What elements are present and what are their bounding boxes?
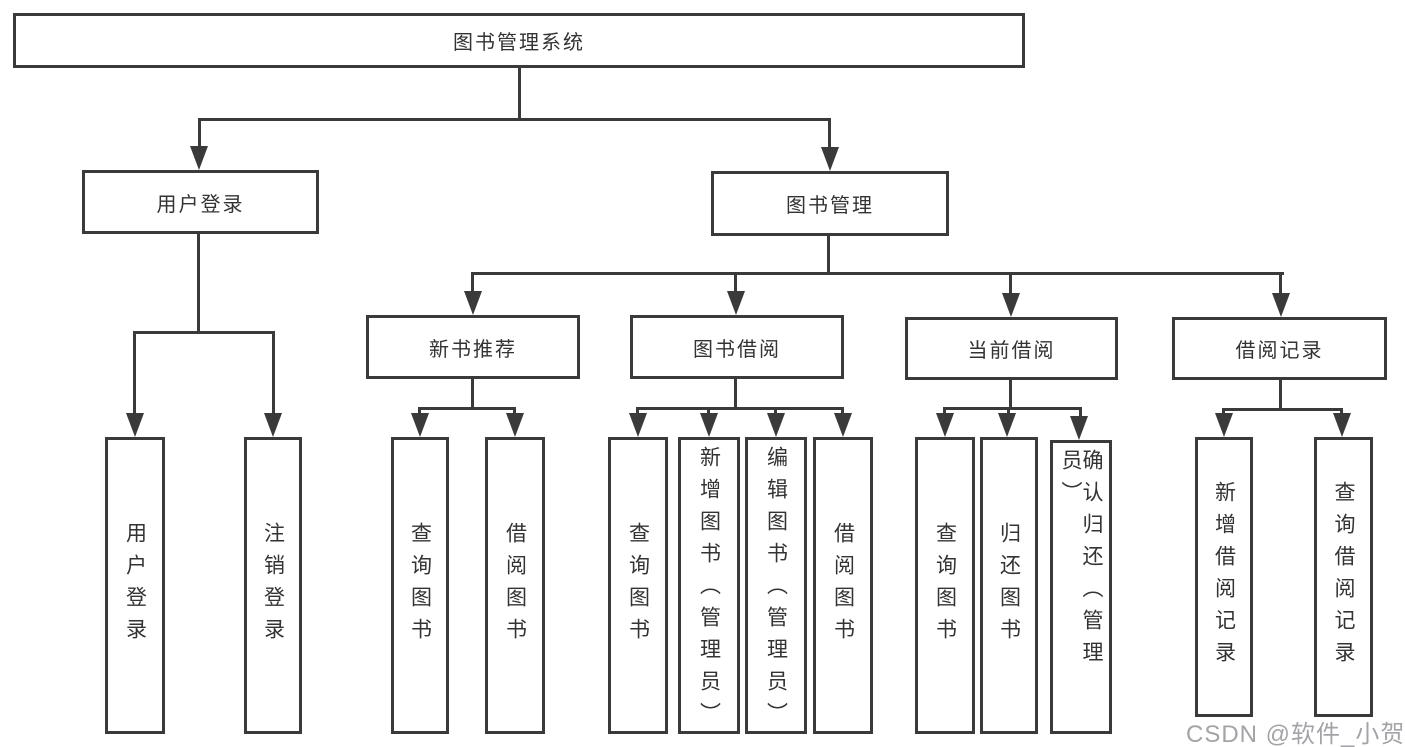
connector-line: [774, 407, 777, 417]
arrow-down-icon: [464, 291, 482, 315]
leaf-user-login: 用户登录: [105, 437, 165, 734]
node-new-book-recommend: 新书推荐: [366, 315, 580, 379]
connector-line: [513, 407, 516, 417]
arrow-down-icon: [190, 146, 208, 170]
leaf-query-books-borrowing: 查询图书: [608, 437, 668, 734]
arrow-down-icon: [629, 413, 647, 437]
connector-line: [1009, 380, 1012, 410]
connector-line: [471, 379, 474, 410]
node-book-borrowing: 图书借阅: [630, 315, 844, 379]
connector-line: [1279, 380, 1282, 410]
leaf-add-books-admin: 新增图书（管理员）: [678, 437, 740, 734]
connector-line: [198, 118, 201, 150]
connector-line: [1079, 407, 1082, 417]
arrow-down-icon: [1272, 293, 1290, 317]
arrow-down-icon: [727, 291, 745, 315]
node-library-system: 图书管理系统: [13, 13, 1025, 68]
arrow-down-icon: [936, 413, 954, 437]
connector-line: [518, 68, 521, 120]
leaf-query-books-current: 查询图书: [915, 437, 975, 734]
connector-line: [734, 379, 737, 410]
arrow-down-icon: [1002, 293, 1020, 317]
arrow-down-icon: [998, 413, 1016, 437]
connector-line: [734, 272, 737, 295]
csdn-watermark: CSDN @软件_小贺同学: [1186, 721, 1405, 747]
node-user-login: 用户登录: [82, 170, 319, 234]
connector-line: [471, 272, 474, 295]
leaf-query-borrow-record: 查询借阅记录: [1314, 437, 1373, 717]
connector-line: [133, 331, 136, 417]
arrow-down-icon: [506, 413, 524, 437]
leaf-return-books: 归还图书: [980, 437, 1038, 734]
connector-line: [827, 236, 830, 275]
leaf-confirm-return-admin: 确认归还（管理员）: [1050, 440, 1112, 734]
connector-line: [636, 407, 639, 417]
connector-line: [1007, 407, 1010, 417]
connector-line: [198, 118, 831, 121]
connector-line: [1009, 272, 1012, 295]
connector-line: [1222, 408, 1343, 411]
arrow-down-icon: [126, 413, 144, 437]
connector-line: [418, 407, 516, 410]
arrow-down-icon: [834, 413, 852, 437]
leaf-logout: 注销登录: [244, 437, 302, 734]
arrow-down-icon: [411, 413, 429, 437]
node-current-borrowing: 当前借阅: [905, 317, 1118, 380]
connector-line: [418, 407, 421, 417]
arrow-down-icon: [1070, 416, 1088, 440]
leaf-edit-books-admin: 编辑图书（管理员）: [745, 437, 807, 734]
connector-line: [707, 407, 710, 417]
connector-line: [943, 407, 1082, 410]
connector-line: [943, 407, 946, 417]
arrow-down-icon: [700, 413, 718, 437]
connector-line: [471, 272, 1284, 275]
connector-line: [828, 118, 831, 150]
leaf-query-books-recommend: 查询图书: [391, 437, 449, 734]
node-book-management: 图书管理: [711, 171, 949, 236]
connector-line: [1279, 272, 1282, 295]
leaf-add-borrow-record: 新增借阅记录: [1195, 437, 1253, 717]
arrow-down-icon: [1333, 413, 1351, 437]
leaf-borrow-books-recommend: 借阅图书: [485, 437, 545, 734]
arrow-down-icon: [1215, 413, 1233, 437]
connector-line: [133, 331, 275, 334]
connector-line: [841, 407, 844, 417]
arrow-down-icon: [821, 147, 839, 171]
connector-line: [1340, 408, 1343, 417]
node-borrowing-records: 借阅记录: [1172, 317, 1387, 380]
connector-line: [197, 234, 200, 334]
connector-line: [272, 331, 275, 417]
arrow-down-icon: [767, 413, 785, 437]
connector-line: [636, 407, 844, 410]
connector-line: [1222, 408, 1225, 417]
arrow-down-icon: [264, 413, 282, 437]
leaf-borrow-books-borrowing: 借阅图书: [813, 437, 873, 734]
